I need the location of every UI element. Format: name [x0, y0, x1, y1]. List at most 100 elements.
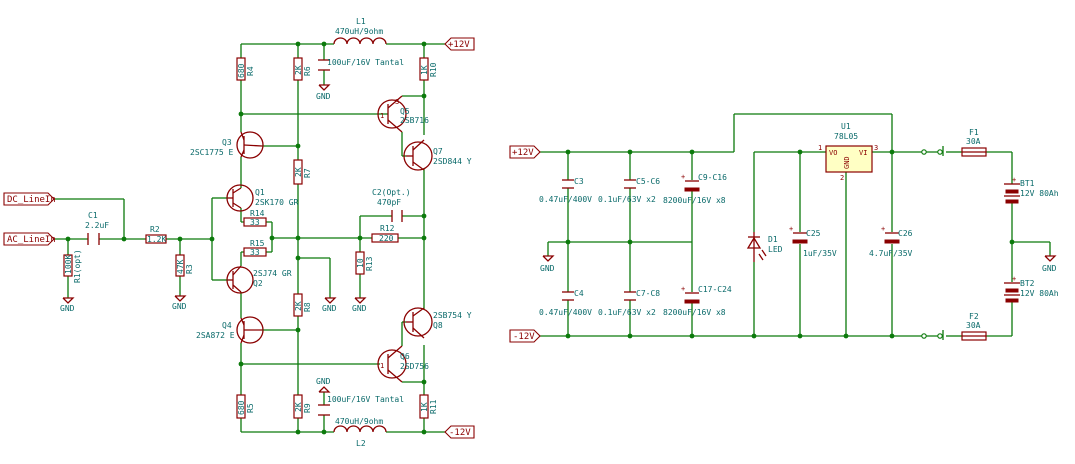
svg-text:D1: D1 — [768, 235, 778, 244]
transistor-q5: 1 3 Q5 2SB716 — [377, 95, 429, 133]
gnd-symbol: GND — [316, 377, 331, 393]
svg-text:Q4: Q4 — [222, 321, 232, 330]
svg-text:33: 33 — [250, 218, 260, 227]
svg-text:R8: R8 — [303, 302, 312, 312]
svg-text:F1: F1 — [969, 128, 979, 137]
svg-text:+12V: +12V — [512, 148, 534, 158]
capacitor-c9-c16: + C9-C16 8200uF/16V x8 — [663, 173, 727, 205]
gnd-symbol: GND — [1042, 255, 1057, 273]
svg-text:2SJ74 GR: 2SJ74 GR — [253, 269, 292, 278]
svg-text:1: 1 — [380, 362, 384, 370]
svg-text:GND: GND — [352, 304, 367, 313]
resistor-r4: 680 R4 — [236, 57, 255, 81]
svg-text:1K: 1K — [420, 65, 429, 75]
svg-text:VO: VO — [829, 149, 837, 157]
svg-text:1K: 1K — [420, 402, 429, 412]
transistor-q4: Q4 2SA872 E — [196, 316, 264, 344]
svg-text:470uH/9ohm: 470uH/9ohm — [335, 417, 383, 426]
svg-text:680: 680 — [237, 63, 246, 78]
svg-text:2SB716: 2SB716 — [400, 116, 429, 125]
switch-contact-bottom — [921, 330, 944, 340]
resistor-r6: 2K R6 — [293, 57, 312, 81]
svg-text:R1(opt): R1(opt) — [73, 249, 82, 283]
capacitor-c25: + C25 1uF/35V — [789, 225, 837, 258]
port-dc-line-in: DC_LineIn — [3, 192, 56, 206]
gnd-symbol: GND — [540, 255, 555, 273]
svg-text:R3: R3 — [185, 264, 194, 274]
svg-text:100uF/16V Tantal: 100uF/16V Tantal — [327, 58, 404, 67]
gnd-symbol: GND — [316, 84, 331, 101]
fuse-f2: F2 30A — [961, 312, 987, 341]
svg-text:1.2K: 1.2K — [147, 235, 166, 244]
resistor-r13: 10 R13 — [355, 251, 374, 275]
svg-text:DC_LineIn: DC_LineIn — [7, 195, 56, 205]
svg-text:Q3: Q3 — [222, 138, 232, 147]
capacitor-c26: + C26 4.7uF/35V — [869, 225, 913, 258]
capacitor-c3: C3 0.47uF/400V — [539, 177, 592, 204]
svg-text:VI: VI — [859, 149, 867, 157]
capacitor-c1: C1 2.2uF — [85, 211, 109, 245]
svg-text:GND: GND — [172, 302, 187, 311]
svg-text:Q6: Q6 — [400, 352, 410, 361]
resistor-r7: 2K R7 — [293, 159, 312, 185]
svg-text:2K: 2K — [294, 65, 303, 75]
capacitor-c17-c24: + C17-C24 8200uF/16V x8 — [663, 285, 732, 317]
svg-text:3: 3 — [874, 144, 878, 152]
wires-right — [540, 113, 1051, 337]
svg-text:R13: R13 — [365, 256, 374, 271]
svg-text:2SC1775 E: 2SC1775 E — [190, 148, 234, 157]
svg-text:GND: GND — [322, 304, 337, 313]
svg-text:BT2: BT2 — [1020, 279, 1035, 288]
svg-text:R2: R2 — [150, 225, 160, 234]
svg-text:Q7: Q7 — [433, 147, 443, 156]
svg-text:2SD756: 2SD756 — [400, 362, 429, 371]
capacitor-c7-c8: C7-C8 0.1uF/63V x2 — [598, 289, 660, 317]
svg-text:2SA872 E: 2SA872 E — [196, 331, 235, 340]
svg-text:C5-C6: C5-C6 — [636, 177, 660, 186]
svg-text:78L05: 78L05 — [834, 132, 858, 141]
svg-text:12V 80Ah: 12V 80Ah — [1020, 289, 1059, 298]
svg-text:33: 33 — [250, 248, 260, 257]
resistor-r5: 680 R5 — [236, 394, 255, 419]
svg-text:GND: GND — [1042, 264, 1057, 273]
switch-contact-top — [921, 146, 944, 156]
svg-text:C4: C4 — [574, 289, 584, 298]
svg-text:C17-C24: C17-C24 — [698, 285, 732, 294]
svg-text:2.2uF: 2.2uF — [85, 221, 109, 230]
resistor-r2: R2 1.2K — [145, 225, 167, 244]
svg-text:2SD844 Y: 2SD844 Y — [433, 157, 472, 166]
svg-text:R4: R4 — [246, 66, 255, 76]
capacitor-c2: C2(Opt.) 470pF — [372, 188, 411, 222]
svg-text:8200uF/16V x8: 8200uF/16V x8 — [663, 308, 726, 317]
svg-text:10: 10 — [356, 258, 365, 268]
svg-text:1uF/35V: 1uF/35V — [803, 249, 837, 258]
svg-text:R6: R6 — [303, 66, 312, 76]
svg-text:-12V: -12V — [449, 428, 471, 438]
gnd-symbol: GND — [322, 297, 337, 313]
regulator-u1: U1 78L05 VO VI GND 1 3 2 — [818, 122, 878, 182]
svg-text:12V 80Ah: 12V 80Ah — [1020, 189, 1059, 198]
gnd-symbol: GND — [60, 297, 75, 313]
svg-text:LED: LED — [768, 245, 783, 254]
junctions-right — [565, 149, 1015, 339]
svg-text:C26: C26 — [898, 229, 913, 238]
svg-text:2: 2 — [840, 174, 844, 182]
transistor-q3: Q3 2SC1775 E — [190, 131, 264, 159]
svg-text:GND: GND — [316, 92, 331, 101]
svg-text:Q5: Q5 — [400, 107, 410, 116]
svg-text:R7: R7 — [303, 168, 312, 178]
svg-text:220: 220 — [379, 234, 394, 243]
battery-bt2: + BT2 12V 80Ah — [1004, 275, 1059, 303]
svg-text:8200uF/16V x8: 8200uF/16V x8 — [663, 196, 726, 205]
svg-text:+: + — [881, 225, 885, 233]
svg-text:30A: 30A — [966, 321, 981, 330]
resistor-r12: R12 220 — [371, 224, 399, 243]
resistor-r10: 1K R10 — [419, 57, 438, 81]
capacitor-c5-c6: C5-C6 0.1uF/63V x2 — [598, 177, 660, 204]
svg-text:+: + — [681, 173, 685, 181]
svg-text:L2: L2 — [356, 439, 366, 448]
svg-text:+: + — [681, 285, 685, 293]
resistor-r11: 1K R11 — [419, 394, 438, 419]
svg-text:2SB754 Y: 2SB754 Y — [433, 311, 472, 320]
